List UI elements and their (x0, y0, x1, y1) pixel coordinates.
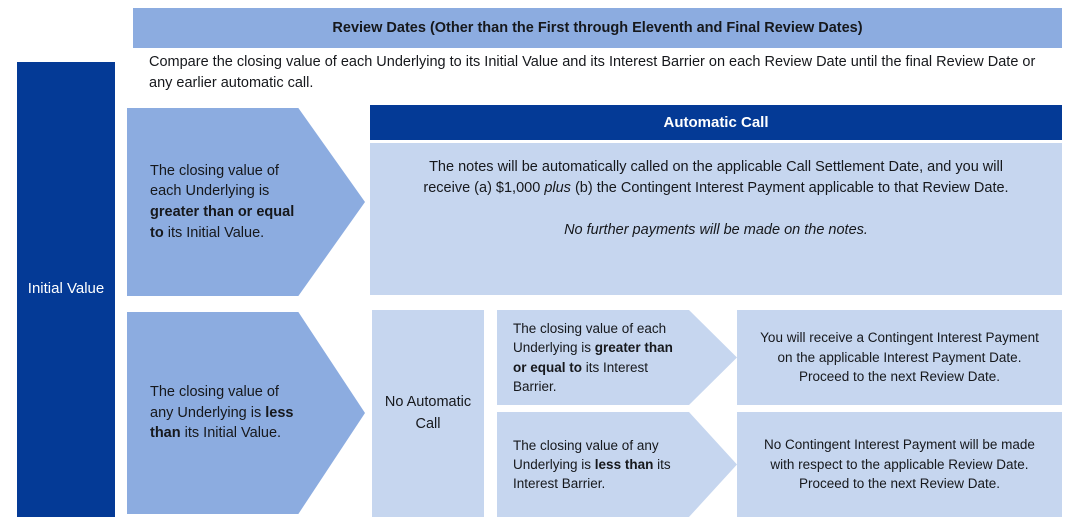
subcondition-above-barrier-chevron: The closing value of each Underlying is … (497, 310, 737, 405)
subcondition-below-barrier-text: The closing value of any Underlying is l… (497, 436, 737, 494)
condition-not-called-chevron: The closing value of any Underlying is l… (127, 312, 365, 514)
automatic-call-p1-italic: plus (544, 180, 571, 197)
subcondition-below-barrier-chevron: The closing value of any Underlying is l… (497, 412, 737, 517)
subcondition-above-barrier-emphasis: greater than or equal to (513, 340, 673, 375)
condition-not-called-text: The closing value of any Underlying is l… (127, 382, 365, 444)
condition-called-emphasis: greater than or equal to (150, 204, 295, 241)
review-dates-title: Review Dates (Other than the First throu… (332, 20, 863, 36)
condition-called-prefix: The closing value of each Underlying is (150, 162, 279, 200)
automatic-call-body: The notes will be automatically called o… (370, 143, 1062, 295)
automatic-call-paragraph-1: The notes will be automatically called o… (410, 157, 1022, 200)
review-dates-header-banner: Review Dates (Other than the First throu… (133, 8, 1062, 48)
initial-value-label: Initial Value (27, 280, 105, 298)
condition-not-called-suffix: its Initial Value. (180, 425, 282, 442)
automatic-call-p1-part-b: (b) the Contingent Interest Payment appl… (570, 180, 1009, 197)
subcondition-below-barrier-prefix: The closing value of any Underlying is (513, 437, 659, 472)
outcome-interest-paid-line-1: You will receive a Contingent Interest P… (760, 330, 1039, 365)
subcondition-above-barrier-prefix: The closing value of each Underlying is (513, 320, 667, 356)
outcome-interest-paid-box: You will receive a Contingent Interest P… (737, 310, 1062, 405)
outcome-no-interest-text: No Contingent Interest Payment will be m… (753, 435, 1046, 494)
condition-called-chevron: The closing value of each Underlying is … (127, 108, 365, 296)
subcondition-below-barrier-suffix: its Interest Barrier. (513, 456, 671, 492)
subcondition-below-barrier-emphasis: less than (594, 456, 654, 472)
outcome-interest-paid-text: You will receive a Contingent Interest P… (753, 328, 1046, 387)
condition-not-called-emphasis: less than (150, 404, 294, 442)
no-automatic-call-box: No Automatic Call (372, 310, 484, 517)
condition-called-suffix: its Initial Value. (163, 224, 265, 241)
outcome-no-interest-line-2: Proceed to the next Review Date. (798, 476, 1001, 492)
subcondition-above-barrier-text: The closing value of each Underlying is … (497, 319, 737, 396)
no-automatic-call-label: No Automatic Call (384, 393, 472, 432)
automatic-call-title: Automatic Call (663, 114, 769, 131)
initial-value-rail: Initial Value (17, 62, 115, 517)
outcome-interest-paid-line-2: Proceed to the next Review Date. (798, 369, 1001, 385)
outcome-no-interest-line-1: No Contingent Interest Payment will be m… (764, 437, 1035, 472)
subcondition-above-barrier-suffix: its Interest Barrier. (513, 359, 649, 394)
automatic-call-header: Automatic Call (370, 105, 1062, 140)
automatic-call-p1-part-a: The notes will be automatically called o… (423, 159, 1003, 197)
outcome-no-interest-box: No Contingent Interest Payment will be m… (737, 412, 1062, 517)
review-dates-description: Compare the closing value of each Underl… (149, 54, 1036, 92)
automatic-call-paragraph-2: No further payments will be made on the … (564, 221, 868, 238)
condition-called-text: The closing value of each Underlying is … (127, 161, 365, 243)
condition-not-called-prefix: The closing value of any Underlying is (150, 384, 279, 421)
